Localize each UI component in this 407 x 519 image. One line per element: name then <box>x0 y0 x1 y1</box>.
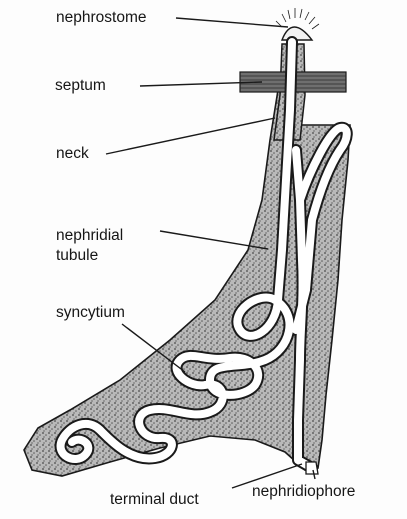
leader-nephrostome <box>176 18 288 27</box>
label-nephridial-tubule-line2: tubule <box>56 246 98 266</box>
label-nephrostome: nephrostome <box>56 8 146 28</box>
label-nephridiophore: nephridiophore <box>252 482 355 502</box>
label-septum: septum <box>55 76 106 96</box>
label-nephridial-tubule-line1: nephridial <box>56 226 123 246</box>
terminal-duct <box>306 462 318 474</box>
nephrostome-funnel <box>276 8 319 40</box>
label-terminal-duct: terminal duct <box>110 490 199 510</box>
label-syncytium: syncytium <box>56 303 125 323</box>
leader-neck <box>106 118 275 154</box>
label-neck: neck <box>56 144 89 164</box>
